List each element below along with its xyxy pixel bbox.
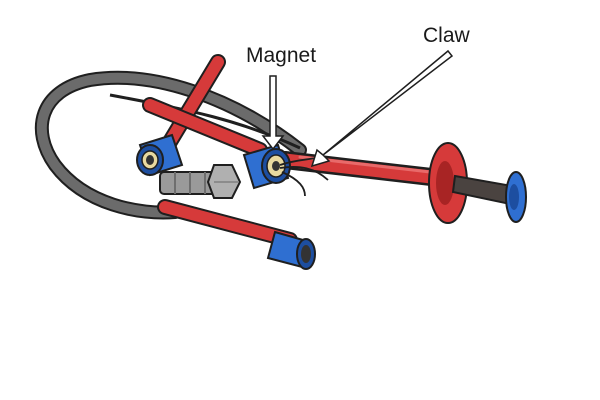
magnet-arrow (261, 75, 285, 151)
upper-red-rod-fill (144, 99, 266, 156)
flexible-cable-fill (36, 72, 305, 218)
main-shaft-fill (278, 153, 447, 185)
handle (428, 142, 527, 224)
claw-wires (279, 157, 329, 197)
hex-bolt (159, 164, 242, 199)
flex-end-blue-tip (266, 230, 316, 270)
magnet-head (242, 143, 291, 190)
flex-end-tube-fill (159, 201, 296, 246)
magnet-label: Magnet (246, 44, 317, 67)
claw-arrow (310, 49, 454, 168)
left-rod-blue-end (136, 133, 184, 177)
claw-label: Claw (423, 24, 470, 47)
